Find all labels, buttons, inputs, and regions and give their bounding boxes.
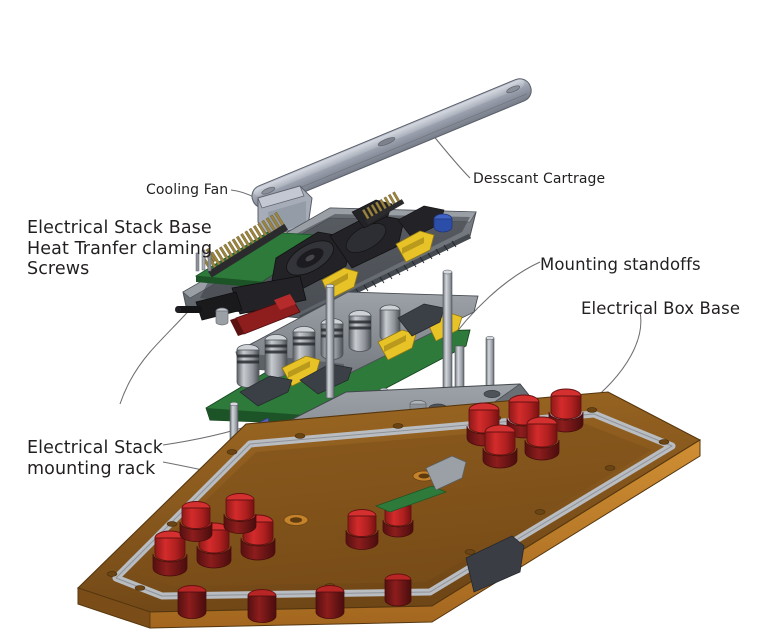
upper-board-assembly — [175, 191, 477, 336]
copper-boss — [283, 470, 436, 526]
label-electrical-box-base: Electrical Box Base — [581, 299, 741, 318]
cooling-fan-part — [271, 213, 405, 291]
cable-connector-part — [175, 275, 307, 321]
clamping-screws-part — [195, 249, 229, 326]
red-component-part — [230, 294, 301, 336]
label-electrical-stack-mounting-rack: Electrical Stack mounting rack — [27, 438, 164, 479]
label-desiccant-cartridge: Desscant Cartrage — [473, 171, 606, 187]
pin-header-icon — [202, 211, 289, 278]
label-mounting-standoffs: Mounting standoffs — [540, 255, 701, 274]
label-cooling-fan: Cooling Fan — [146, 182, 229, 198]
desiccant-cartridge-part — [251, 78, 532, 237]
red-connector-bank — [152, 388, 584, 623]
label-electrical-stack-base: Electrical Stack Base Heat Tranfer clami… — [27, 218, 213, 280]
electrical-box-base-part — [76, 388, 702, 629]
blue-capacitor-icon — [433, 213, 453, 233]
